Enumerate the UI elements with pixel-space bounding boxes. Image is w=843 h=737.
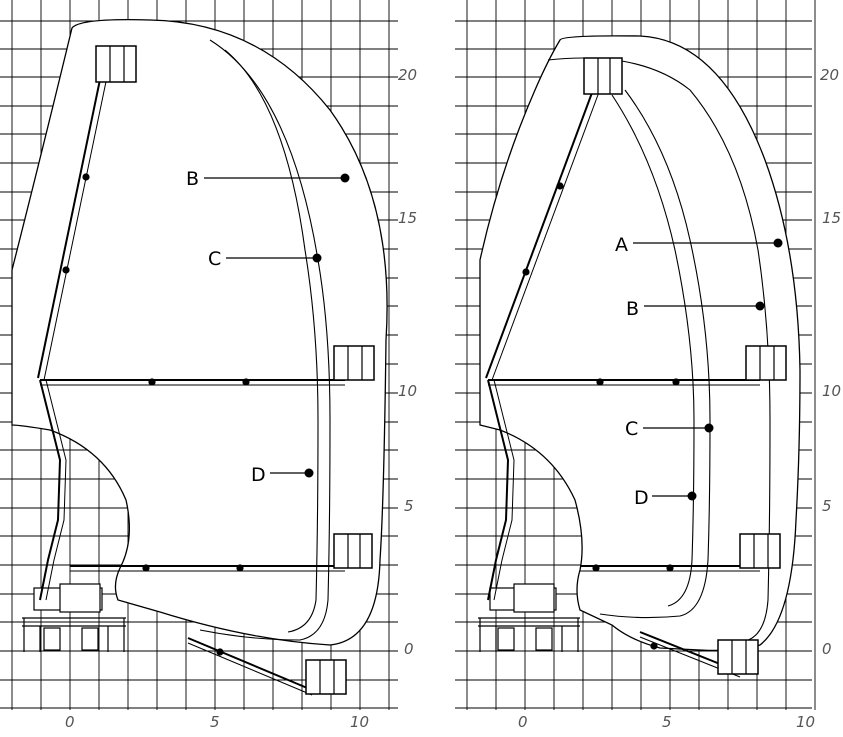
left-label-d: D: [251, 464, 314, 486]
right-y-axis-labels: 20 15 10 5 0: [820, 66, 841, 658]
right-label-d: D: [634, 487, 697, 509]
svg-text:0: 0: [65, 713, 75, 731]
right-label-c: C: [625, 418, 714, 440]
right-machine: [478, 57, 787, 678]
svg-text:5: 5: [404, 497, 414, 515]
right-label-a: A: [615, 234, 783, 256]
left-label-c: C: [208, 248, 322, 270]
svg-text:10: 10: [796, 713, 815, 731]
svg-text:D: D: [251, 464, 266, 486]
left-y-axis-labels: 20 15 10 5 0: [398, 66, 417, 658]
svg-text:5: 5: [662, 713, 672, 731]
svg-text:C: C: [625, 418, 638, 440]
left-outer-envelope: [11, 19, 388, 646]
svg-text:15: 15: [398, 209, 417, 227]
svg-text:5: 5: [822, 497, 832, 515]
svg-text:B: B: [626, 298, 639, 320]
left-machine: [22, 45, 375, 696]
right-envelope-a: [547, 57, 771, 643]
svg-text:0: 0: [404, 640, 414, 658]
left-x-axis-labels: 0 5 10: [65, 713, 369, 731]
left-mid-envelope: [199, 39, 331, 641]
svg-text:0: 0: [518, 713, 528, 731]
svg-text:0: 0: [822, 640, 832, 658]
svg-text:A: A: [615, 234, 628, 256]
left-label-b: B: [186, 168, 350, 190]
svg-text:20: 20: [398, 66, 417, 84]
left-inner-envelope: [224, 49, 319, 633]
svg-text:10: 10: [350, 713, 369, 731]
svg-text:5: 5: [210, 713, 220, 731]
svg-text:C: C: [208, 248, 221, 270]
right-x-axis-labels: 0 5 10: [518, 713, 815, 731]
svg-text:B: B: [186, 168, 199, 190]
right-envelope-c: [599, 89, 711, 619]
right-label-b: B: [626, 298, 765, 320]
svg-text:D: D: [634, 487, 649, 509]
svg-text:15: 15: [822, 209, 841, 227]
svg-text:10: 10: [398, 382, 417, 400]
svg-text:20: 20: [820, 66, 839, 84]
svg-text:10: 10: [822, 382, 841, 400]
